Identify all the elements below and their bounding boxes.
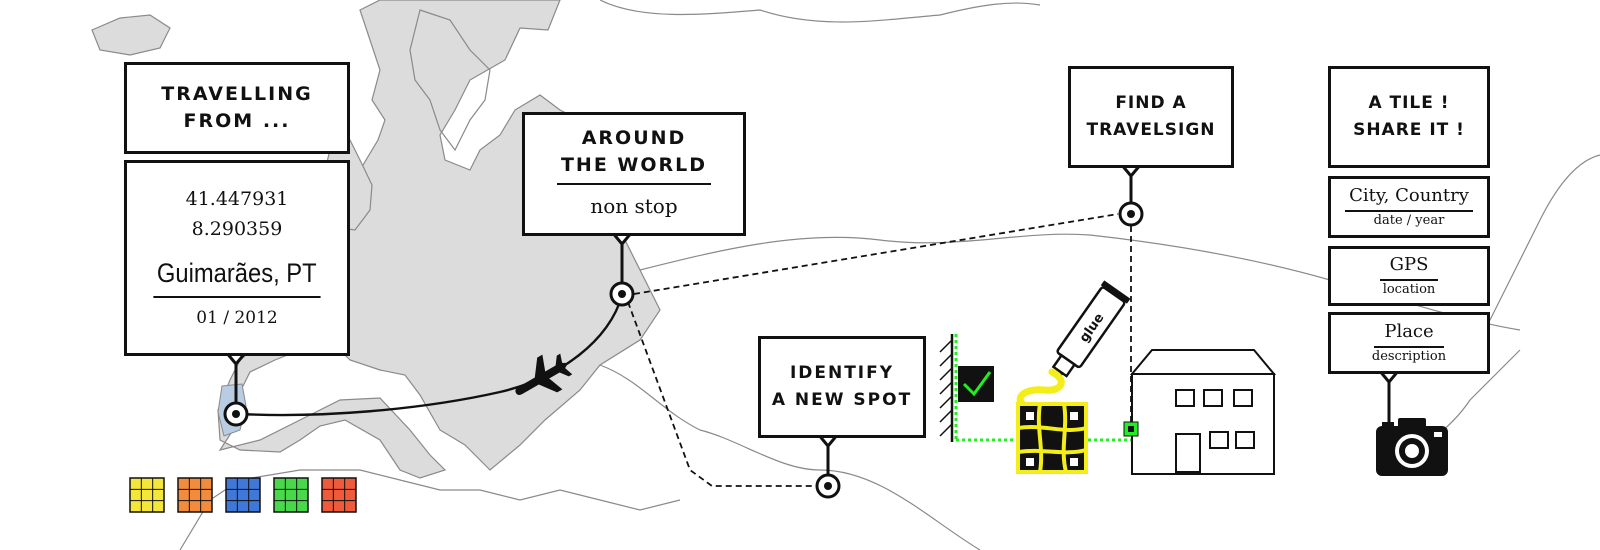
find-heading-line1: FIND A [1115,93,1187,113]
origin-longitude: 8.290359 [191,218,283,240]
identify-heading-line2: A NEW SPOT [771,390,913,410]
wall-icon [939,334,954,442]
origin-latitude: 41.447931 [185,188,289,210]
origin-city: Guimarães, PT [153,256,321,298]
house-icon [1129,349,1277,475]
origin-details-box: 41.447931 8.290359 Guimarães, PT 01 / 20… [124,160,350,356]
tile-swatch-4 [273,477,309,513]
share-field-city-title: City, Country [1345,184,1473,212]
tile-swatch-1 [129,477,165,513]
find-heading-line2: TRAVELSIGN [1086,120,1216,140]
glued-tile-icon [1016,402,1088,474]
scandinavia-outline [409,9,491,152]
check-icon [962,371,992,397]
around-heading-line2: THE WORLD [556,152,712,185]
iceland-outline [91,14,171,56]
identify-box: IDENTIFY A NEW SPOT [758,336,926,438]
tile-swatch-3 [225,477,261,513]
glue-tube-icon: glue [1051,280,1131,381]
flight-route-line [239,294,624,417]
share-field-gps-sub: location [1382,282,1436,297]
camera-icon [1376,418,1448,476]
share-field-place-box: Place description [1328,312,1490,374]
origin-heading-line2: FROM ... [183,110,291,132]
arctic-coast [599,0,1041,23]
tile-swatch-2 [177,477,213,513]
share-heading-box: A TILE ! SHARE IT ! [1328,66,1490,168]
middle-east-coast [599,364,981,550]
share-field-place-sub: description [1371,349,1447,364]
share-field-gps-box: GPS location [1328,246,1490,306]
origin-heading-box: TRAVELLING FROM ... [124,62,350,154]
identify-heading-line1: IDENTIFY [789,363,895,383]
around-box: AROUND THE WORLD non stop [522,112,746,236]
share-heading-line2: SHARE IT ! [1353,120,1465,140]
share-field-city-box: City, Country date / year [1328,176,1490,238]
far-east-coast [1479,154,1600,341]
around-heading-line1: AROUND [581,127,687,149]
share-field-place-title: Place [1374,320,1444,348]
share-field-gps-title: GPS [1379,253,1439,281]
origin-date: 01 / 2012 [196,308,278,328]
airplane-icon [515,353,573,395]
share-heading-line1: A TILE ! [1368,93,1450,113]
origin-heading-line1: TRAVELLING [161,83,313,105]
tile-swatches [129,477,357,513]
share-field-city-sub: date / year [1373,213,1445,228]
tile-swatch-5 [321,477,357,513]
around-subtitle: non stop [590,194,678,218]
find-box: FIND A TRAVELSIGN [1068,66,1234,168]
